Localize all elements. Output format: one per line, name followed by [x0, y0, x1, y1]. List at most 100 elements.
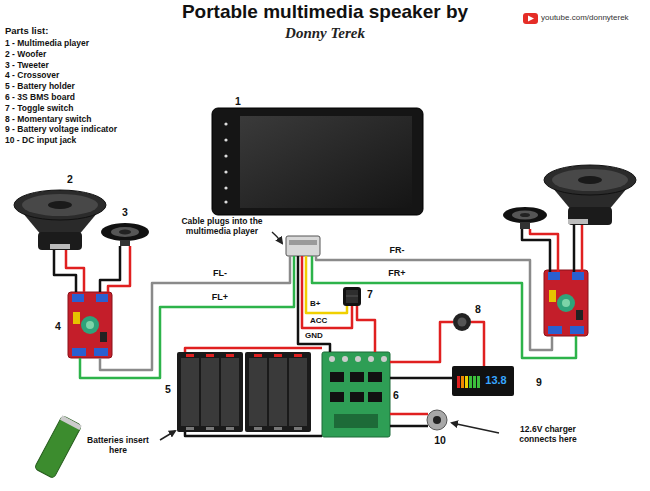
bms-board-part — [368, 372, 382, 382]
bms-board-part — [329, 356, 335, 362]
left-woofer-part — [14, 190, 106, 220]
toggle-switch — [343, 287, 361, 306]
author-name: Donny Terek — [285, 25, 365, 42]
callout-number: 4 — [55, 320, 61, 332]
dc-jack-part — [427, 410, 447, 430]
battery-holders-part — [221, 358, 239, 426]
battery-note: Batteries insert here — [79, 436, 157, 456]
parts-item: 7 - Toggle switch — [5, 104, 73, 114]
left-woofer-part — [22, 194, 98, 216]
right-tweeter-part — [520, 222, 530, 229]
wires — [54, 225, 582, 436]
battery-holders-part — [249, 358, 267, 426]
wires-part — [66, 250, 84, 292]
momentary-switch-part — [458, 318, 467, 327]
battery-holders-part — [226, 427, 234, 430]
battery-holders-part — [254, 354, 262, 357]
multimedia-player-part — [224, 186, 227, 189]
left-crossover-part — [72, 348, 86, 356]
right-tweeter-part — [512, 211, 538, 220]
wire-label: FL+ — [210, 292, 230, 302]
wires-part — [581, 225, 584, 272]
momentary-switch-part — [453, 313, 471, 331]
bms-board-part — [330, 372, 344, 382]
plug-connector — [286, 236, 320, 256]
battery-holders-part — [289, 358, 307, 426]
toggle-switch-part — [346, 290, 358, 303]
wire-label: FR- — [388, 245, 407, 255]
parts-item: 8 - Momentary switch — [5, 115, 91, 125]
left-crossover-part — [81, 316, 99, 334]
left-woofer — [14, 190, 106, 250]
multimedia-player-part — [224, 154, 227, 157]
right-tweeter-part — [520, 213, 530, 217]
display-reading: 13.8 — [485, 374, 506, 387]
left-crossover-part — [86, 321, 94, 329]
callout-number: 10 — [434, 434, 446, 446]
wires-part — [390, 377, 452, 380]
multimedia-player-part — [240, 116, 412, 208]
multimedia-player-part — [224, 200, 227, 203]
right-crossover-part — [548, 326, 562, 334]
leader-arrows-part — [160, 431, 175, 440]
cable-note: Cable plugs into the multimedia player — [176, 217, 268, 237]
right-tweeter-part — [503, 207, 547, 223]
battery-holders-part — [177, 352, 243, 432]
parts-item: 4 - Crossover — [5, 71, 59, 81]
multimedia-player-part — [212, 108, 423, 215]
battery-holders-part — [254, 427, 262, 430]
right-crossover-part — [572, 272, 584, 280]
battery-holders-part — [226, 354, 234, 357]
right-crossover-part — [576, 310, 583, 320]
parts-item: 6 - 3S BMS board — [5, 93, 75, 103]
wires-part — [471, 322, 484, 366]
parts-item: 9 - Battery voltage indicator — [5, 125, 117, 135]
pin-label: B+ — [310, 299, 320, 308]
parts-item: 1 - Multimedia player — [5, 39, 89, 49]
wires-part — [357, 306, 375, 352]
toggle-switch-part — [346, 296, 358, 297]
left-tweeter-part — [119, 230, 131, 235]
multimedia-player-part — [224, 138, 227, 141]
right-tweeter — [503, 207, 547, 229]
battery-cell-part — [34, 415, 82, 478]
multimedia-player-part — [224, 122, 227, 125]
battery-holders-part — [186, 427, 194, 430]
callout-number: 8 — [475, 303, 481, 315]
right-crossover-part — [548, 272, 560, 280]
right-woofer-part — [568, 219, 588, 224]
wires-part — [185, 432, 322, 436]
channel-url: youtube.com/donnyterek — [541, 13, 629, 22]
battery-holders-part — [186, 354, 194, 357]
multimedia-player-part — [224, 170, 227, 173]
parts-item: 3 - Tweeter — [5, 61, 49, 71]
left-crossover-part — [68, 292, 112, 358]
wires-part — [316, 256, 552, 350]
wires-part — [390, 413, 428, 416]
left-crossover-part — [100, 332, 107, 342]
callout-number: 7 — [367, 288, 373, 300]
battery-holders-part — [181, 358, 199, 426]
right-crossover-part — [549, 290, 556, 302]
voltage-indicator-part — [465, 376, 468, 388]
wires-part — [390, 322, 453, 362]
callout-number: 3 — [122, 206, 128, 218]
diagram-title: Portable multimedia speaker by — [182, 1, 468, 23]
wires-part — [80, 256, 294, 378]
callout-number: 6 — [393, 389, 399, 401]
leader-arrows-part — [452, 423, 499, 433]
right-crossover-part — [544, 270, 588, 336]
battery-holders — [177, 352, 311, 432]
right-crossover-part — [562, 299, 570, 307]
right-woofer-part — [544, 165, 636, 195]
right-crossover-part — [570, 326, 584, 334]
left-woofer-part — [48, 201, 72, 209]
parts-item: 2 - Woofer — [5, 50, 46, 60]
plug-connector-part — [286, 236, 320, 256]
wires-part — [100, 256, 290, 370]
battery-holders-part — [269, 358, 287, 426]
battery-holders-part — [274, 427, 282, 430]
bms-board — [322, 352, 390, 437]
youtube-icon-part — [523, 13, 538, 24]
voltage-indicator-part — [473, 376, 476, 388]
